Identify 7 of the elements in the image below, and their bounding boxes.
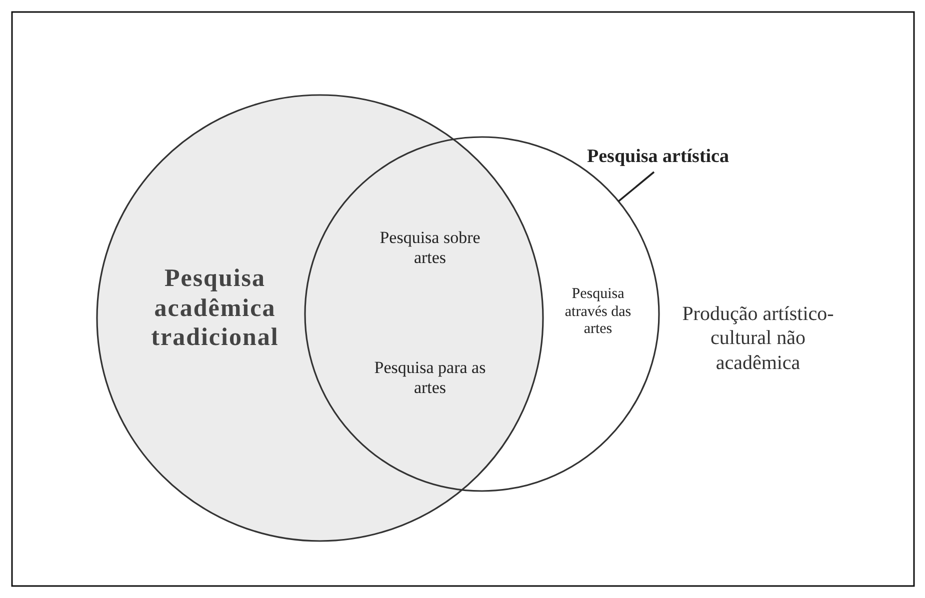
circle-label: Pesquisa acadêmica tradicional bbox=[150, 264, 280, 352]
area-label: Pesquisa sobre artes bbox=[378, 228, 482, 268]
area-label: Pesquisa para as artes bbox=[373, 358, 487, 398]
area-label: Pesquisa através das artes bbox=[564, 286, 632, 340]
leader-line bbox=[618, 171, 655, 202]
area-label: Pesquisa artística bbox=[586, 146, 730, 168]
outside-label: Produção artístico-cultural não acadêmica bbox=[681, 302, 835, 376]
